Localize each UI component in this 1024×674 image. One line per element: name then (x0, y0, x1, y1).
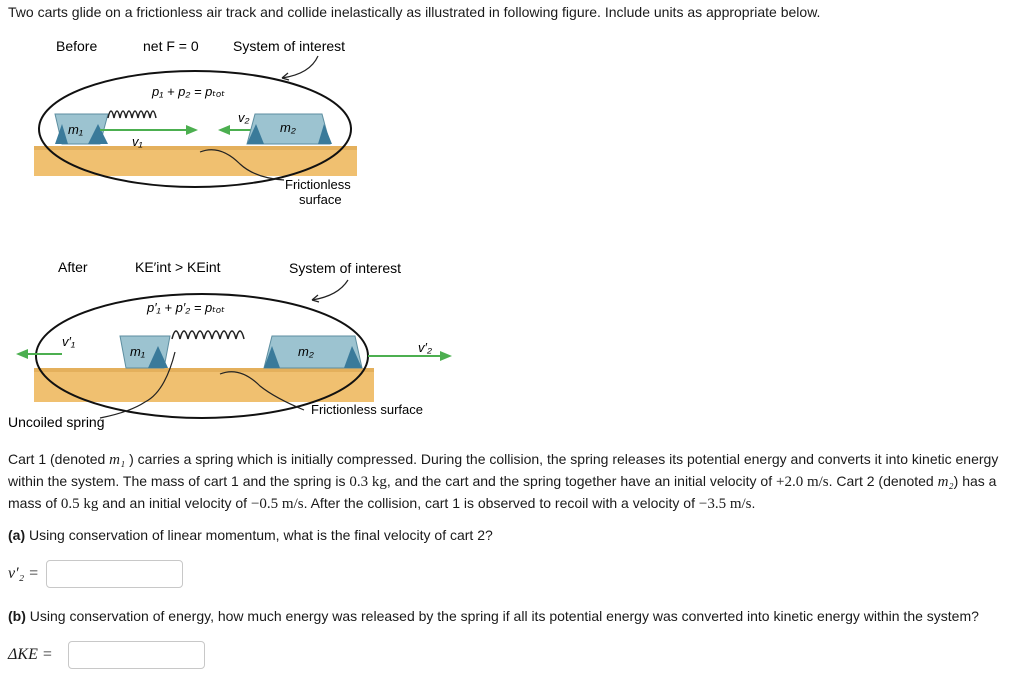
para-m2: m₂ (937, 474, 954, 490)
answer-b-input[interactable] (68, 641, 205, 669)
spring-uncoiled (171, 330, 245, 340)
system-pointer-after (311, 279, 349, 301)
answer-b-label: ΔKE = (8, 646, 53, 663)
track-after (34, 368, 374, 402)
after-title: After (58, 259, 88, 275)
figure-background (8, 36, 454, 432)
system-label-before: System of interest (233, 38, 345, 54)
surface-label-after: Frictionless surface (311, 402, 423, 417)
m2-label-before: m₂ (280, 120, 296, 135)
cart-m1-wheel-before (88, 124, 108, 144)
surface-pointer-after (219, 371, 305, 411)
v2-arrow-head (218, 125, 230, 135)
system-label-after: System of interest (289, 260, 401, 276)
spring-compressed (107, 110, 157, 119)
ke-label: KE′int > KEint (135, 259, 221, 275)
para-mass1: 0.3 kg (349, 474, 387, 490)
cart-m1-wheel-after (148, 346, 168, 368)
before-title: Before (56, 38, 97, 54)
system-pointer-tip-before (281, 72, 290, 81)
cart-m2-wheel2-before (318, 124, 332, 144)
para-text-1: Cart 1 (denoted (8, 451, 110, 467)
question-a-text: Using conservation of linear momentum, w… (25, 527, 493, 543)
track-before (34, 146, 357, 176)
cart-m2-wheel-after (264, 346, 280, 368)
problem-paragraph: Cart 1 (denoted m₁ ) carries a spring wh… (8, 449, 1016, 515)
para-text-7: . After the collision, cart 1 is observe… (303, 495, 699, 511)
v1p-arrow-head (16, 349, 28, 359)
surface-label-before-1: Frictionless (285, 177, 351, 192)
momentum-eq-after: p′₁ + p′₂ = pₜₒₜ (146, 300, 225, 315)
system-pointer-before (281, 55, 319, 79)
m1-label-after: m₁ (130, 344, 145, 359)
para-v1: +2.0 m/s (775, 474, 829, 490)
para-text-4: . Cart 2 (denoted (828, 473, 938, 489)
question-a: (a) Using conservation of linear momentu… (8, 527, 493, 543)
m1-label-before: m₁ (68, 122, 83, 137)
para-text-6: and an initial velocity of (98, 495, 251, 511)
system-pointer-tip-after (311, 294, 320, 303)
para-v2: −0.5 m/s (250, 496, 304, 512)
para-text-2: ) carries a spring which is initially co… (8, 451, 999, 489)
question-b: (b) Using conservation of energy, how mu… (8, 608, 979, 624)
spring-pointer (99, 351, 176, 419)
answer-a-label: v′₂ = (8, 565, 39, 582)
v1-arrow-head (186, 125, 198, 135)
track-top-after (34, 368, 374, 372)
question-b-text: Using conservation of energy, how much e… (25, 608, 979, 624)
m2-label-after: m₂ (298, 344, 314, 359)
answer-a-input[interactable] (46, 560, 183, 588)
cart-m2-wheel2-after (344, 346, 362, 368)
collision-figure: Before net F = 0 System of interest p₁ +… (8, 36, 454, 432)
para-m1: m₁ (109, 452, 126, 468)
cart-m1-wheel2-before (55, 124, 68, 144)
v2-label: v₂ (238, 110, 250, 125)
para-mass2: 0.5 kg (60, 496, 99, 512)
uncoiled-spring-label: Uncoiled spring (8, 414, 105, 430)
v2p-arrow-head (440, 351, 452, 361)
para-text-8: . (751, 495, 756, 511)
net-force-label: net F = 0 (143, 38, 199, 54)
momentum-eq-before: p₁ + p₂ = pₜₒₜ (151, 84, 225, 99)
question-a-prefix: (a) (8, 527, 26, 543)
question-b-prefix: (b) (8, 608, 26, 624)
system-ellipse-before (38, 70, 352, 188)
para-v1f: −3.5 m/s (698, 496, 752, 512)
surface-pointer-before (199, 149, 285, 181)
track-top-before (34, 146, 357, 150)
cart-m2-wheel-before (247, 124, 264, 144)
para-text-5: ) has a mass of (8, 473, 997, 511)
surface-label-before-2: surface (299, 192, 342, 207)
v1p-label: v′₁ (62, 334, 75, 349)
intro-text: Two carts glide on a frictionless air tr… (8, 4, 821, 20)
v1-label: v₁ (132, 134, 143, 149)
v2p-label: v′₂ (418, 340, 432, 355)
para-text-3: , and the cart and the spring together h… (386, 473, 776, 489)
